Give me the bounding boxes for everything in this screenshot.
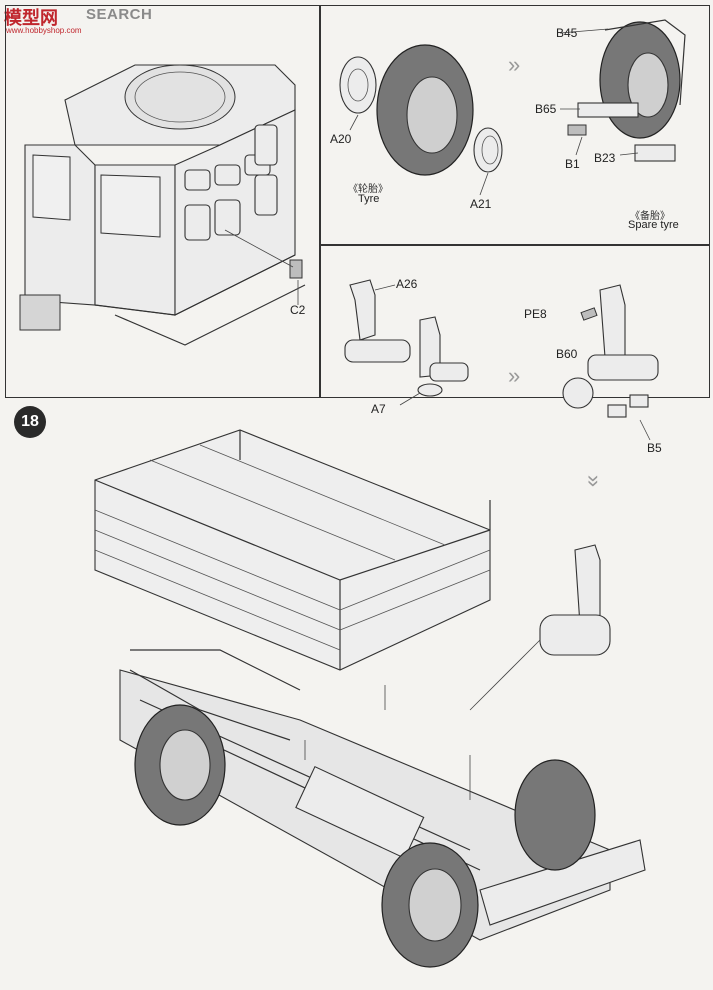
part-label-b65: B65 [535, 102, 557, 116]
intake-illustration [344, 279, 659, 441]
part-label-a26: A26 [396, 277, 418, 291]
step-arrow-icon: » [508, 52, 521, 77]
cab-illustration [19, 64, 306, 346]
tyre-caption-en: Tyre [358, 193, 380, 205]
watermark-url: www.hobbyshop.com [6, 26, 82, 35]
watermark-text: SEARCH [86, 6, 153, 23]
cab-panel [5, 5, 320, 398]
part-label-a7: A7 [371, 402, 386, 416]
spare-caption-cn: 《备胎》 [630, 211, 670, 222]
part-label-a20: A20 [330, 132, 352, 146]
step-number-badge: 18 [14, 406, 46, 438]
part-label-b45: B45 [556, 26, 578, 40]
tyre-panel [320, 5, 710, 245]
tyre-illustration [339, 19, 686, 196]
truck-assembly-illustration [94, 429, 646, 968]
part-label-b5: B5 [647, 441, 662, 455]
part-label-a21: A21 [470, 197, 492, 211]
intake-panel [320, 245, 710, 398]
part-label-b60: B60 [556, 347, 578, 361]
part-label-pe8: PE8 [524, 307, 547, 321]
watermark-brand: 模型网 [4, 8, 58, 29]
part-label-b1: B1 [565, 157, 580, 171]
part-label-b23: B23 [594, 151, 616, 165]
tyre-caption-cn: 《轮胎》 [348, 184, 388, 195]
part-label-c2: C2 [290, 303, 306, 317]
step-arrow-icon: » [508, 363, 521, 388]
spare-caption-en: Spare tyre [628, 219, 679, 231]
watermark: 模型网 SEARCH www.hobbyshop.com [0, 0, 170, 36]
